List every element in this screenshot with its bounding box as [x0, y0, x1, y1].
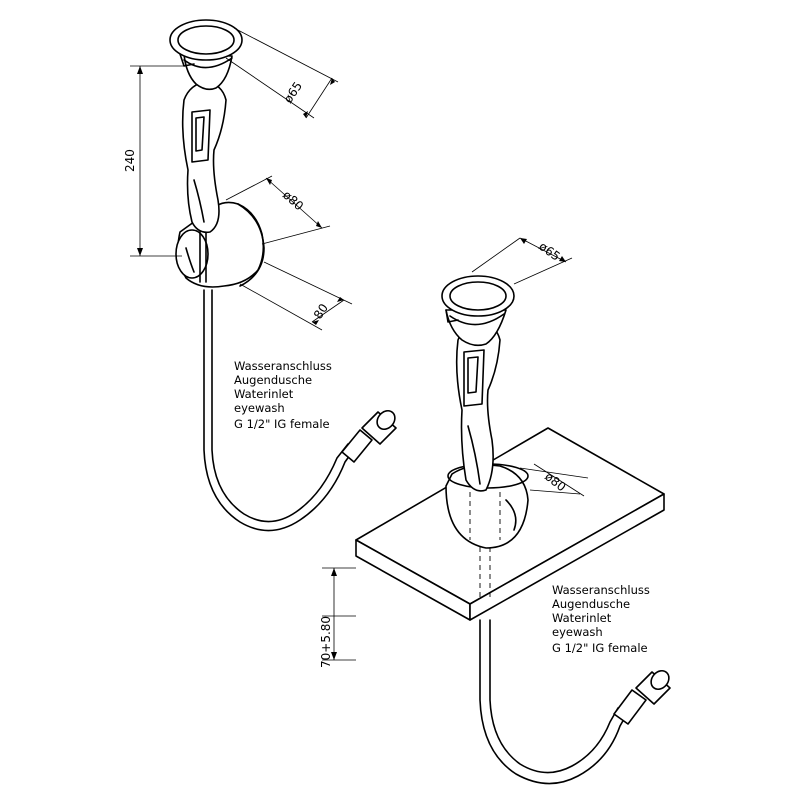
left-note-line-2: Augendusche: [234, 373, 312, 387]
right-hose: [479, 520, 671, 785]
left-note: Wasseranschluss Augendusche Waterinlet e…: [234, 359, 332, 431]
left-handle: [181, 81, 227, 234]
left-note-line-4: eyewash: [234, 401, 285, 415]
left-dim-depth-text: 80: [311, 301, 331, 321]
left-dim-cup-text: ø65: [281, 79, 305, 106]
left-hose: [203, 289, 397, 532]
left-dim-mount-text: ø80: [280, 188, 306, 214]
right-dim-plate-thickness: 70+5.80: [319, 555, 471, 668]
right-note: Wasseranschluss Augendusche Waterinlet e…: [552, 583, 650, 655]
right-note-line-2: Augendusche: [552, 597, 630, 611]
right-handle: [455, 321, 501, 492]
left-dim-height-text: 240: [123, 149, 137, 172]
right-dim-cup-diameter: ø65: [471, 237, 573, 285]
right-note-line-4: eyewash: [552, 625, 603, 639]
left-cup: [169, 19, 243, 91]
right-note-line-5: G 1/2" IG female: [552, 641, 648, 655]
left-eyewash-assembly: ø65 240 ø80 80: [123, 19, 397, 532]
right-dim-thickness-text: 70+5.80: [319, 616, 333, 668]
right-note-line-1: Wasseranschluss: [552, 583, 650, 597]
left-note-line-3: Waterinlet: [234, 387, 294, 401]
right-dim-cup-text: ø65: [536, 239, 563, 264]
left-note-line-5: G 1/2" IG female: [234, 417, 330, 431]
left-dim-cup-diameter: ø65: [225, 27, 339, 119]
left-wall-mount: [175, 201, 265, 288]
left-note-line-1: Wasseranschluss: [234, 359, 332, 373]
right-eyewash-assembly: ø65 ø80 70+5.80 Wasseranschluss Augendus…: [319, 237, 671, 785]
left-dim-height: 240: [123, 65, 184, 257]
right-note-line-3: Waterinlet: [552, 611, 612, 625]
right-cup: [441, 275, 515, 347]
